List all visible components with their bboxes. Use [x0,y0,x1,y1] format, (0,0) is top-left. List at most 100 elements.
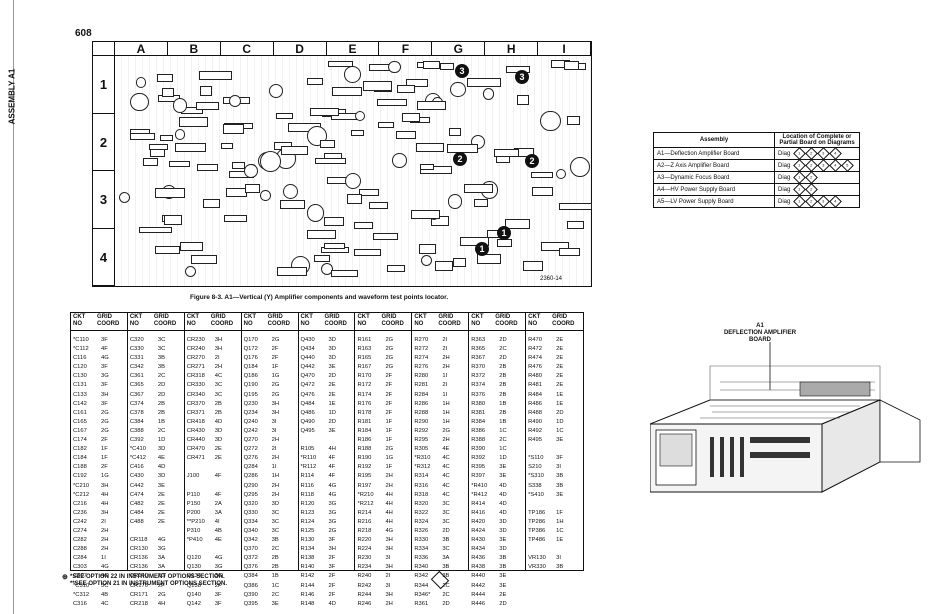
component-rect [150,148,165,158]
component-rect [244,184,260,193]
instrument-location-illustration [650,342,921,493]
circuit-number: R416 [471,509,486,516]
circuit-number: R178 [357,409,372,416]
diag-label: Diag [778,187,791,193]
grid-coordinate: 3D [328,346,336,353]
circuit-number: *C210 [73,482,90,489]
header-grid: GRID [210,314,226,320]
grid-coordinate: 1H [442,400,450,407]
grid-coordinate: 2F [328,555,336,562]
grid-coordinate: 4C [101,600,109,607]
component-circle [344,172,362,190]
circuit-number: R480 [528,373,542,380]
circuit-number: Q134 [186,573,201,580]
parts-row: R286 1H [412,401,468,410]
circuit-number: *R112 [300,464,317,471]
grid-coordinate: 4F [328,464,336,471]
grid-coordinate: 1E [556,537,564,544]
grid-coordinate: 2E [214,446,222,453]
grid-coordinate: 1B [499,400,507,407]
grid-coordinate: 2C [271,546,280,553]
assembly-name: A4—HV Power Supply Board [653,183,775,196]
grid-coordinate: 2C [499,346,507,353]
component-rect [197,163,219,172]
parts-row [299,437,355,446]
parts-row [185,464,241,473]
circuit-number: R384 [471,418,486,425]
component-circle [260,151,282,172]
grid-coordinate: 2F [157,582,165,589]
parts-row: R346*2C [412,592,468,601]
circuit-number: TP186 [528,509,546,516]
grid-coordinate: 2D [442,527,450,534]
assembly-name: A1—Deflection Amplifier Board [653,147,775,160]
component-rect [178,117,208,127]
grid-coordinate: 1G [271,373,280,380]
circuit-number: R284 [414,391,429,398]
grid-coordinate: 2D [499,355,507,362]
component-rect [378,121,394,129]
grid-coordinate: 3F [101,382,108,389]
grid-coordinate: 2G [385,364,394,371]
grid-coordinate: 3D [499,518,507,525]
circuit-number: R124 [300,518,315,525]
grid-coordinate: 2G [271,391,280,398]
grid-coordinate: 1F [385,427,393,434]
grid-column-a: A [115,42,168,56]
circuit-number: R324 [414,518,429,525]
circuit-number: Q290 [243,482,258,489]
component-rect [423,60,440,70]
header-ckt: CKT [528,314,541,320]
circuit-number: R276 [414,364,429,371]
grid-coordinate: 2G [385,355,394,362]
circuit-number: C165 [73,418,87,425]
circuit-number: Q140 [186,591,201,598]
assembly-location-table: Assembly Location of Complete or Partial… [653,132,860,208]
circuit-number: R174 [357,391,372,398]
grid-coordinate: 2F [101,464,108,471]
diagram-number-icon: 3 [816,147,830,160]
component-rect [199,86,213,96]
circuit-number: R286 [414,400,429,407]
component-rect [324,216,344,227]
grid-coordinate: 2E [328,382,336,389]
circuit-number: VR130 [528,555,546,562]
circuit-number: R434 [471,546,486,553]
circuit-number: R386 [471,427,486,434]
header-grid: GRID [495,314,511,320]
circuit-number: *C212 [73,491,90,498]
grid-coordinate: 2I [214,355,220,362]
component-circle [540,110,562,132]
component-rect [161,88,175,98]
grid-column-i: I [538,42,591,56]
component-rect [411,210,440,220]
test-point-marker: 3 [515,70,529,84]
grid-coordinate: 3D [214,437,223,444]
circuit-number: CR371 [186,409,205,416]
grid-coordinate: 3D [214,427,223,434]
header-grid: GRID [438,314,454,320]
circuit-number: R138 [300,555,315,562]
circuit-number: CR218 [129,600,148,607]
circuit-number: R272 [414,346,429,353]
circuit-number: Q295 [243,491,258,498]
circuit-number: C331 [129,355,144,362]
circuit-number: R326 [414,527,429,534]
